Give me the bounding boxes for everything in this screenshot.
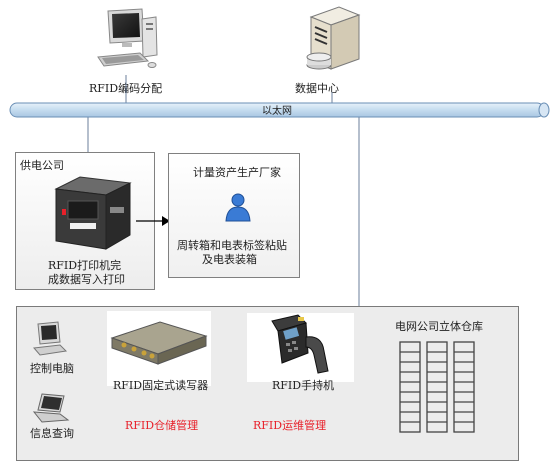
data-center-label: 数据中心 [295,82,339,95]
control-pc-icon [33,321,68,356]
warehouse-rack-icons [399,341,475,433]
power-company-label: 供电公司 [20,159,64,172]
info-query-label: 信息查询 [30,427,74,440]
server-icon [306,6,361,70]
fixed-reader-icon [110,321,208,365]
handheld-label: RFID手持机 [272,379,335,392]
desktop-computer-icon [97,8,158,68]
fixed-reader-label: RFID固定式读写器 [113,379,209,392]
person-icon [225,193,251,222]
laptop-icon [32,393,70,423]
ethernet-bus [9,102,550,118]
handheld-reader-icon [271,314,329,374]
flow-arrow [136,216,170,226]
printer-label-line2: 成数据写入打印 [48,273,125,286]
control-pc-label: 控制电脑 [30,362,74,375]
rfid-ops-mgmt-label: RFID运维管理 [253,419,327,432]
manufacturer-title: 计量资产生产厂家 [193,166,281,179]
warehouse-label: 电网公司立体仓库 [395,320,483,333]
manufacturer-desc-line1: 周转箱和电表标签粘贴 [177,239,287,252]
ethernet-label: 以太网 [262,106,292,117]
rfid-storage-mgmt-label: RFID仓储管理 [125,419,199,432]
manufacturer-desc-line2: 及电表装箱 [202,253,257,266]
printer-label-line1: RFID打印机完 [48,259,122,272]
rfid-printer-icon [54,176,132,250]
